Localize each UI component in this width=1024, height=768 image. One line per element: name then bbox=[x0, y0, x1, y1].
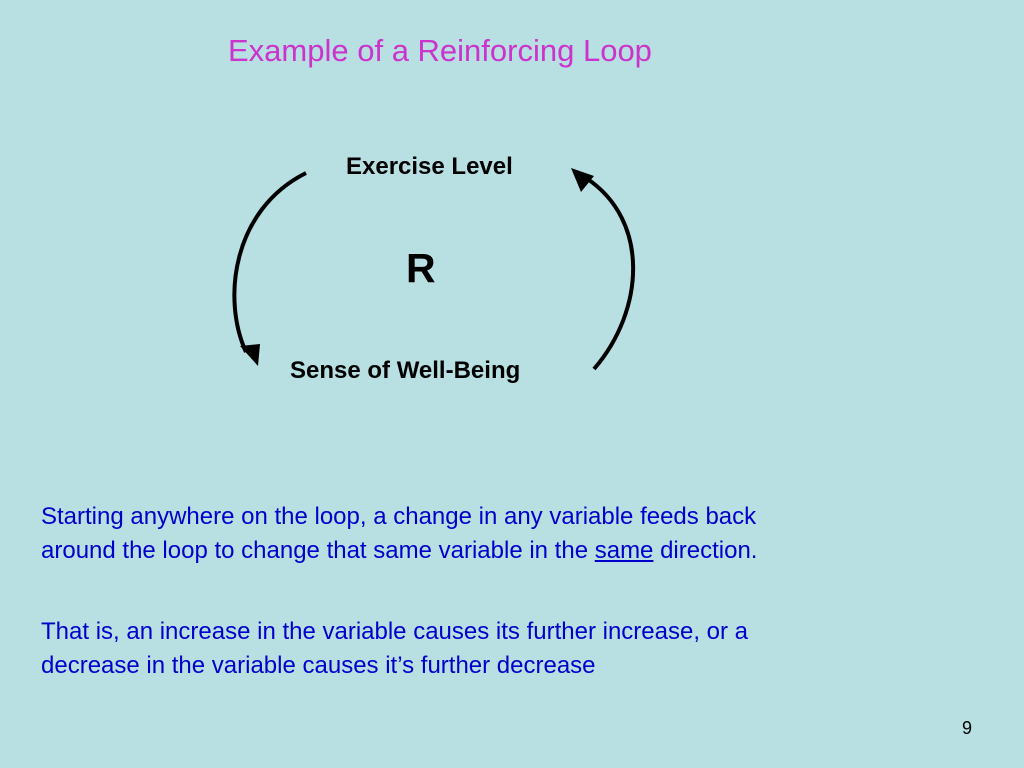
node-sense-of-well-being: Sense of Well-Being bbox=[290, 357, 521, 384]
node-exercise-level: Exercise Level bbox=[346, 153, 513, 180]
slide-number: 9 bbox=[962, 718, 973, 738]
para1-line2-after: direction. bbox=[653, 537, 758, 564]
right-arrow-curve bbox=[584, 176, 636, 371]
para1-emphasis: same bbox=[594, 537, 654, 564]
right-arrowhead bbox=[571, 168, 594, 192]
para1-line1: Starting anywhere on the loop, a change … bbox=[41, 503, 757, 530]
paragraph-definition: Starting anywhere on the loop, a change … bbox=[41, 500, 941, 568]
left-arrowhead bbox=[240, 344, 260, 366]
loop-polarity-label: R bbox=[406, 245, 436, 291]
paragraph-explanation: That is, an increase in the variable cau… bbox=[41, 615, 941, 683]
para2-line1: That is, an increase in the variable cau… bbox=[41, 618, 749, 645]
para1-line2-before: around the loop to change that same vari… bbox=[41, 537, 595, 564]
slide-title: Example of a Reinforcing Loop bbox=[228, 33, 652, 68]
left-arrow-curve bbox=[232, 171, 307, 353]
para2-line2: decrease in the variable causes it’s fur… bbox=[41, 652, 596, 679]
